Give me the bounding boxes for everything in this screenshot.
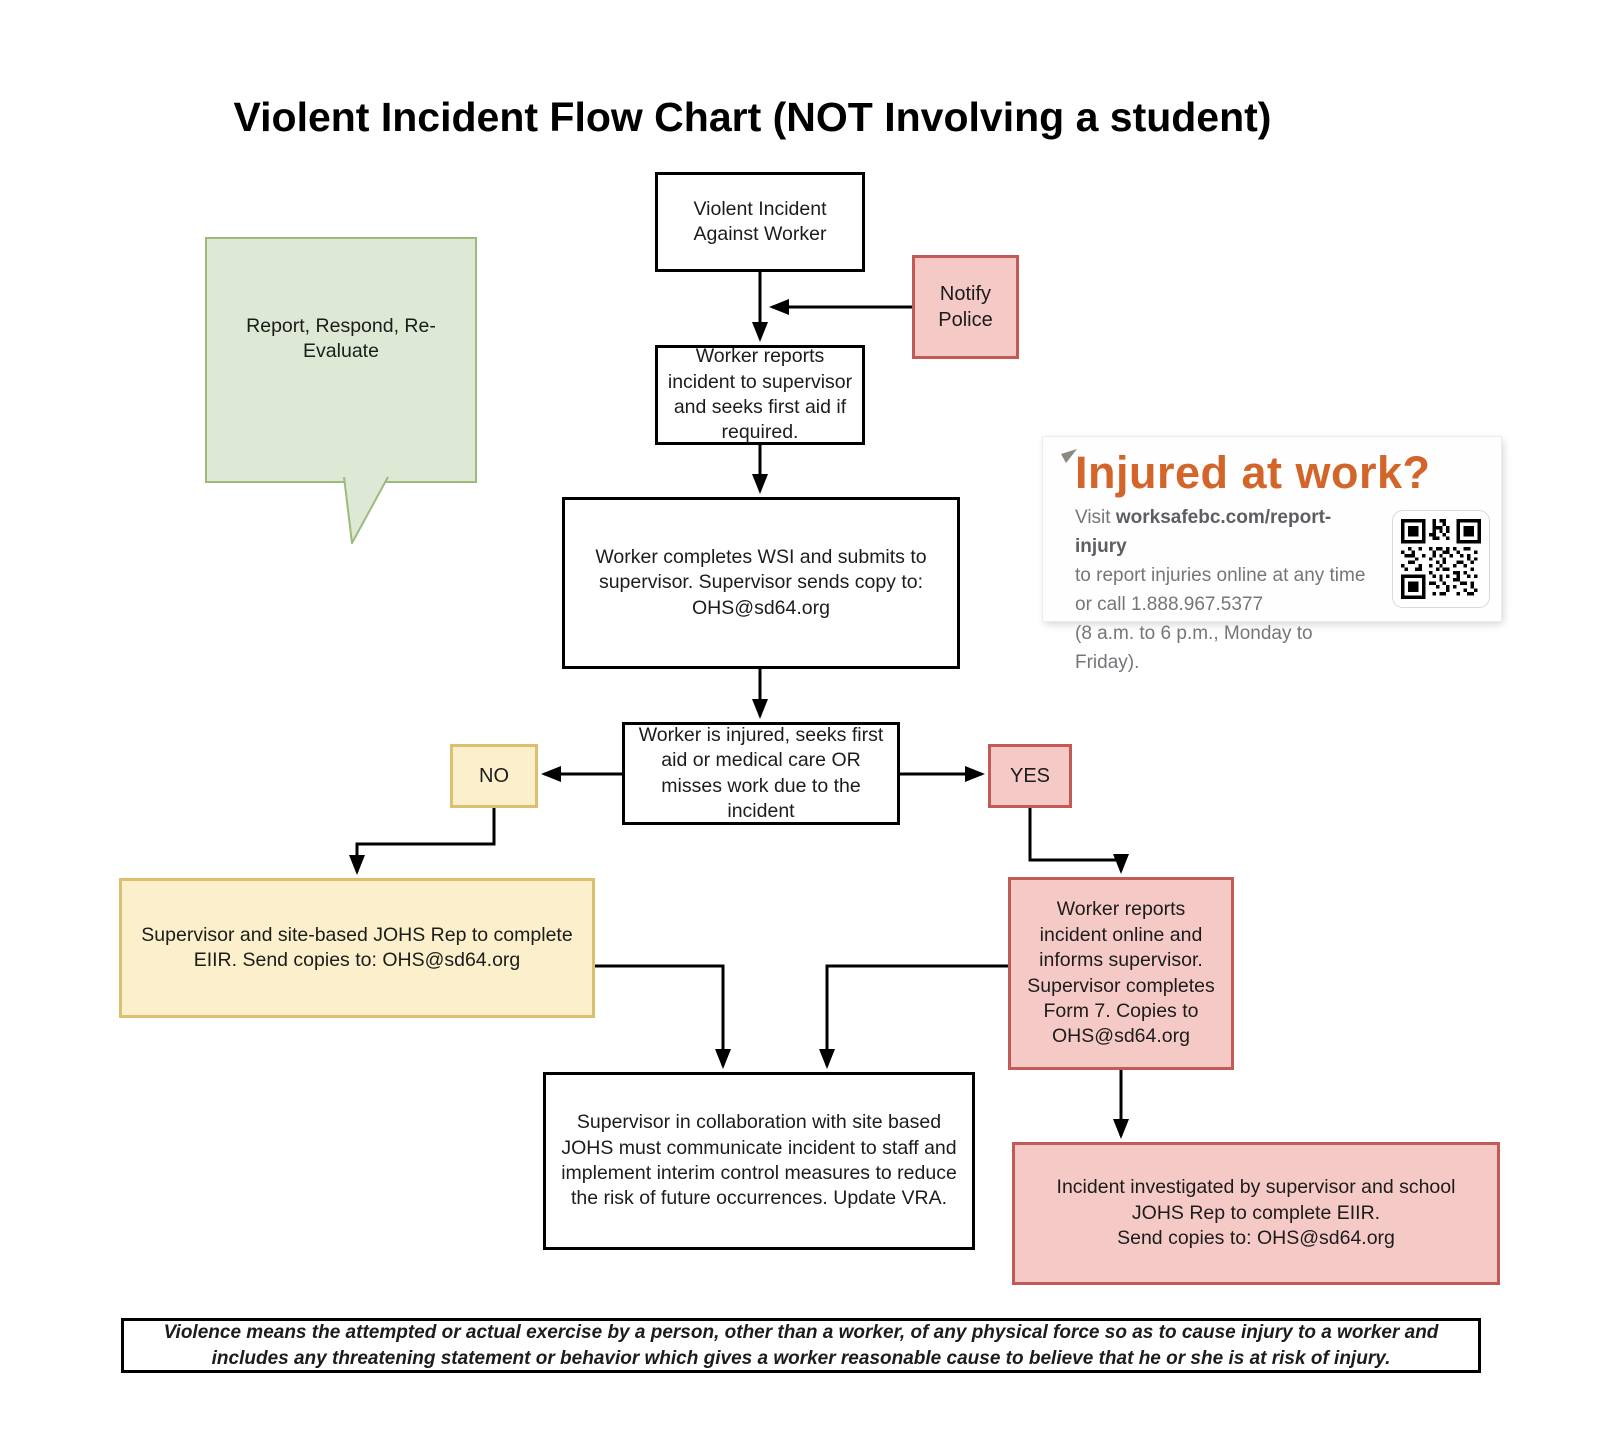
node-online-report: Worker reports incident online and infor… (1008, 877, 1234, 1070)
node-incident-investigated: Incident investigated by supervisor and … (1012, 1142, 1500, 1285)
node-wsi: Worker completes WSI and submits to supe… (562, 497, 960, 669)
node-yes: YES (988, 744, 1072, 808)
banner-body-text: Visit worksafebc.com/report-injury to re… (1075, 504, 1375, 677)
banner-line-4: (8 a.m. to 6 p.m., Monday to Friday). (1075, 622, 1313, 673)
page-title: Violent Incident Flow Chart (NOT Involvi… (233, 94, 1272, 140)
violence-definition-box: Violence means the attempted or actual e… (121, 1318, 1481, 1373)
fold-corner-icon (1061, 449, 1077, 463)
node-worker-reports: Worker reports incident to supervisor an… (655, 345, 865, 445)
banner-visit-line: Visit worksafebc.com/report-injury (1075, 504, 1375, 562)
node-violent-incident: Violent Incident Against Worker (655, 172, 865, 272)
banner-heading: Injured at work? (1075, 447, 1431, 498)
callout-report-respond-reevaluate: Report, Respond, Re- Evaluate (205, 237, 477, 483)
node-notify-police: Notify Police (912, 255, 1019, 359)
node-communicate-incident: Supervisor in collaboration with site ba… (543, 1072, 975, 1250)
injured-at-work-banner: Injured at work? Visit worksafebc.com/re… (1043, 437, 1501, 673)
node-no: NO (450, 744, 538, 808)
node-eiir-complete: Supervisor and site-based JOHS Rep to co… (119, 878, 595, 1018)
qr-code (1401, 519, 1481, 599)
banner-visit-prefix: Visit (1075, 507, 1116, 529)
connector-no-to-eiir (349, 808, 496, 875)
qr-code-frame (1393, 511, 1489, 607)
connector-yes-to-online (1028, 808, 1129, 874)
connector-online-to-communicate (819, 964, 1008, 1069)
banner-line-2: to report injuries online at any time (1075, 565, 1366, 586)
banner-line-3: or call 1.888.967.5377 (1075, 593, 1264, 615)
connector-eiir-to-communicate (595, 964, 731, 1069)
banner-report-url: worksafebc.com/report-injury (1075, 507, 1332, 558)
node-injury-decision: Worker is injured, seeks first aid or me… (622, 722, 900, 825)
